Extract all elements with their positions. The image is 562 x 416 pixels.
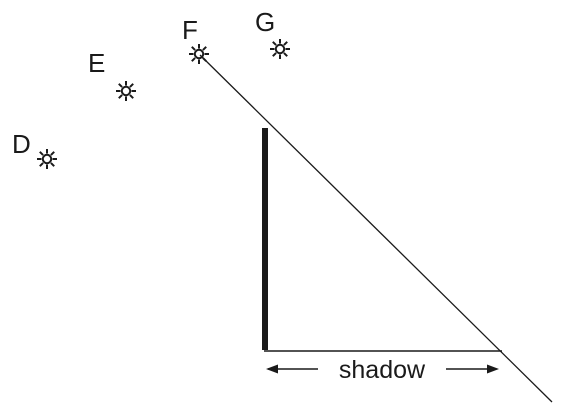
sun-ray-line (199, 54, 553, 403)
sun-label-f: F (182, 15, 198, 45)
arrow-left-icon (266, 364, 318, 374)
shadow-label: shadow (339, 356, 426, 384)
sun-icon (115, 80, 137, 102)
sun-label-d: D (12, 129, 31, 159)
sun-label-e: E (88, 48, 105, 78)
arrow-right-icon (446, 364, 499, 374)
sun-icon (36, 148, 58, 170)
sun-icon (269, 38, 291, 60)
sun-label-g: G (255, 7, 275, 37)
